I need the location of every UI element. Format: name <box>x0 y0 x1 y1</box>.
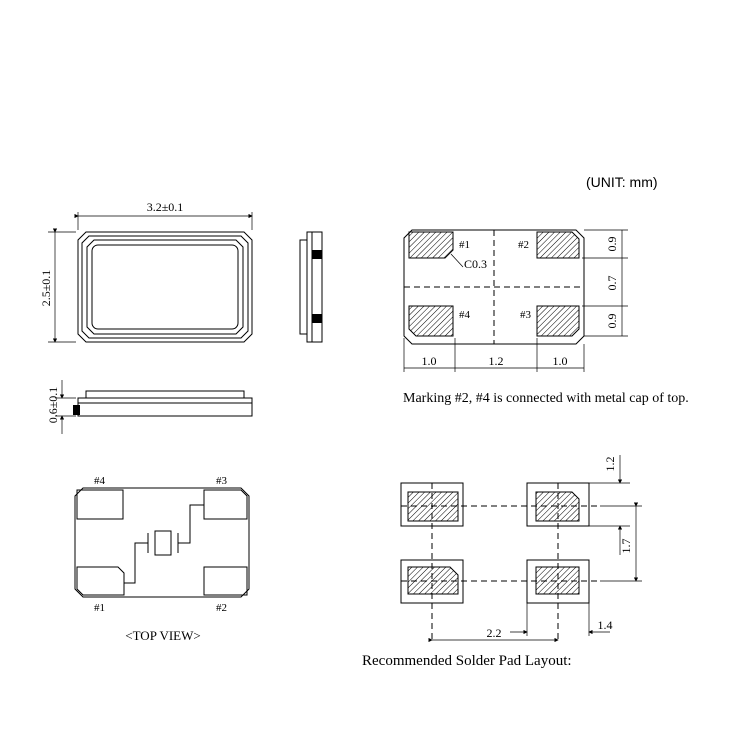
package-top-view <box>77 231 253 343</box>
internal-label-1: #1 <box>94 602 105 614</box>
top-view-caption: <TOP VIEW> <box>125 628 200 643</box>
pad-3 <box>536 305 580 337</box>
right-dim-top: 0.9 <box>605 237 619 252</box>
internal-label-3: #3 <box>216 475 228 487</box>
internal-label-2: #2 <box>216 602 227 614</box>
pad-label-2: #2 <box>518 239 529 251</box>
pad-dim-height: 1.2 <box>603 457 617 472</box>
thickness-dimension: 0.6±0.1 <box>46 380 76 434</box>
pad-4 <box>408 305 454 337</box>
width-dimension: 3.2±0.1 <box>74 200 253 230</box>
pad-label-4: #4 <box>459 309 471 321</box>
solder-pad-caption: Recommended Solder Pad Layout: <box>362 653 572 669</box>
bottom-dim-middle: 1.2 <box>489 354 504 368</box>
bottom-dim-right: 1.0 <box>553 354 568 368</box>
internal-pad-4 <box>76 489 124 520</box>
internal-top-view: #4 #3 #1 #2 <box>74 475 250 614</box>
pad-2 <box>536 231 580 259</box>
package-bottom-view: #1 #2 #3 #4 C0.3 <box>403 229 585 345</box>
internal-pad-2 <box>203 566 248 596</box>
height-dim-label: 2.5±0.1 <box>39 270 53 307</box>
width-dim-label: 3.2±0.1 <box>147 200 184 214</box>
package-side-view <box>299 231 323 343</box>
chamfer-label: C0.3 <box>464 257 487 271</box>
bottom-view-bottom-dims: 1.0 1.2 1.0 <box>403 338 585 372</box>
bottom-view-right-dims: 0.9 0.7 0.9 <box>582 229 628 337</box>
height-dimension: 2.5±0.1 <box>39 228 76 343</box>
internal-pad-3 <box>203 489 248 520</box>
internal-pad-1 <box>76 566 125 596</box>
pad-label-3: #3 <box>520 309 532 321</box>
bottom-dim-left: 1.0 <box>422 354 437 368</box>
right-dim-bottom: 0.9 <box>605 314 619 329</box>
internal-label-4: #4 <box>94 475 106 487</box>
thickness-dim-label: 0.6±0.1 <box>46 387 60 424</box>
solder-pad-layout <box>400 482 600 640</box>
solder-pad-dims: 1.2 1.7 2.2 1.4 <box>428 455 642 643</box>
marking-note: Marking #2, #4 is connected with metal c… <box>403 391 689 406</box>
unit-label: (UNIT: mm) <box>586 174 658 190</box>
pad-1 <box>408 231 454 259</box>
pad-label-1: #1 <box>459 239 470 251</box>
right-dim-middle: 0.7 <box>605 276 619 291</box>
pad-dim-vertical-pitch: 1.7 <box>619 539 633 554</box>
pad-dim-width: 1.4 <box>598 618 613 632</box>
package-front-view <box>73 390 253 417</box>
pad-dim-horizontal-pitch: 2.2 <box>487 626 502 640</box>
